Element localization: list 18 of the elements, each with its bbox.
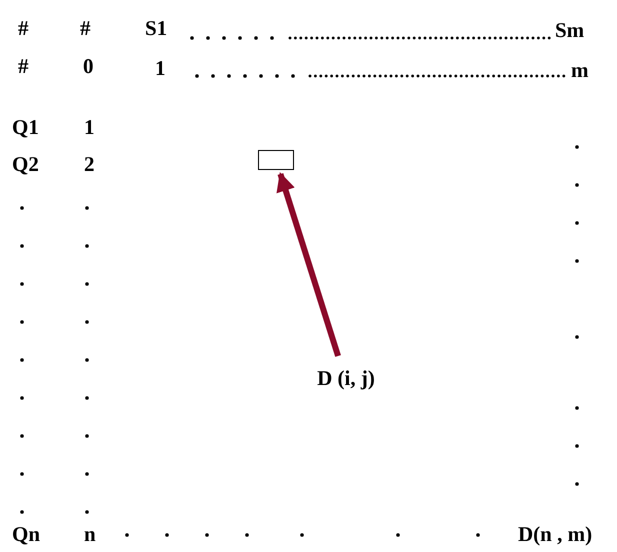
row-header: Qn — [12, 524, 40, 545]
column-header: Sm — [555, 20, 584, 41]
row-header: # — [18, 18, 28, 39]
row-header: 2 — [84, 154, 94, 175]
cell-label: D (i, j) — [300, 368, 392, 394]
row-header: Q1 — [12, 117, 39, 138]
column-header: 0 — [83, 56, 94, 77]
arrow — [276, 172, 341, 357]
row-header: Q2 — [12, 154, 39, 175]
matrix-cell-label: D(n , m) — [518, 524, 592, 545]
matrix-cell-box — [258, 150, 294, 170]
column-header: 1 — [155, 58, 166, 79]
column-header: m — [571, 60, 588, 81]
row-header: # — [18, 56, 28, 77]
row-header: n — [84, 524, 96, 545]
column-header: # — [80, 18, 90, 39]
row-header: 1 — [84, 117, 94, 138]
column-header: S1 — [145, 18, 168, 39]
